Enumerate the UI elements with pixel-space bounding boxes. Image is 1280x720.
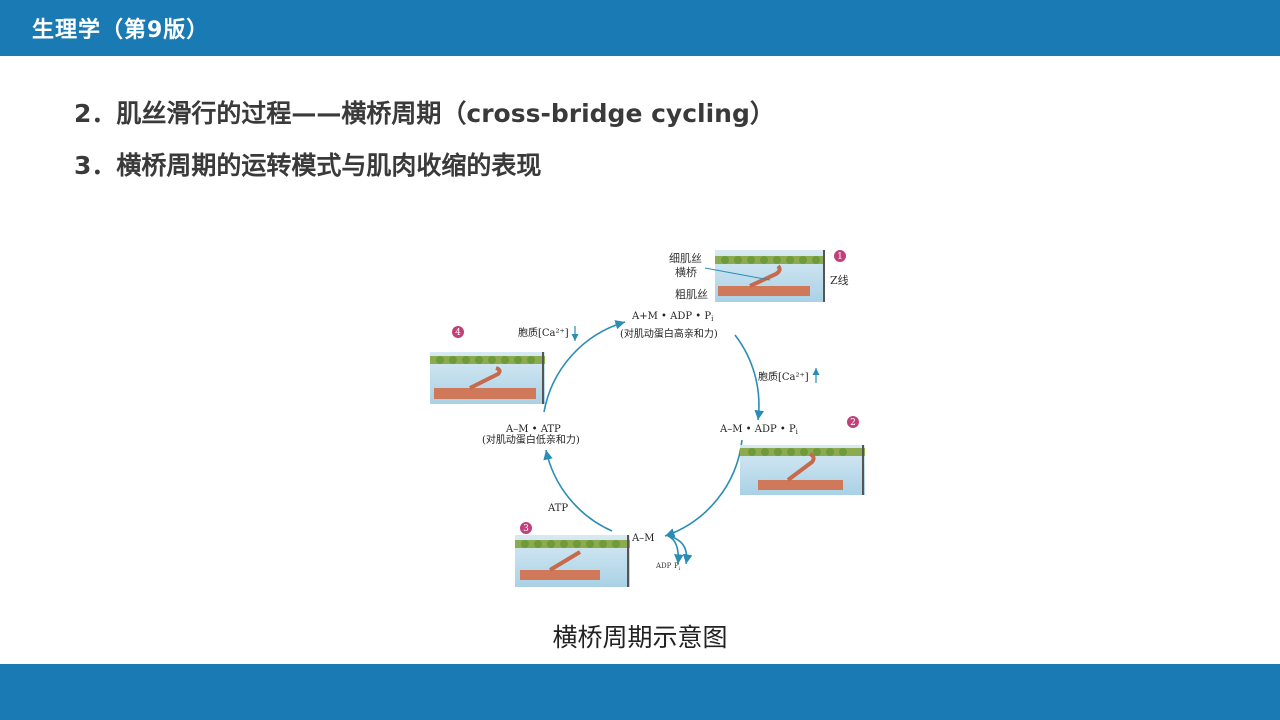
release-adp-label: ADP — [655, 562, 672, 570]
footer-bar — [0, 664, 1280, 720]
label-thick-filament: 粗肌丝 — [675, 288, 708, 301]
panel-4: 4 — [430, 326, 545, 404]
step-num-4: 4 — [455, 328, 461, 338]
atp-label: ATP — [547, 503, 568, 514]
header-bar: 生理学（第9版） — [0, 0, 1280, 56]
step-num-2: 2 — [850, 418, 856, 428]
calcium-decrease-label: 胞质[Ca²⁺] — [518, 327, 569, 339]
cycle-arrows — [543, 320, 764, 565]
calcium-increase-label: 胞质[Ca²⁺] — [758, 371, 809, 383]
release-pi-label: Pi — [674, 562, 681, 572]
state-1-affinity: (对肌动蛋白高亲和力) — [620, 327, 718, 340]
cross-bridge-cycle-diagram: 1 细肌丝 横桥 粗肌丝 Z线 2 3 — [420, 240, 880, 600]
cycle-svg: 1 细肌丝 横桥 粗肌丝 Z线 2 3 — [430, 250, 865, 587]
panel-2: 2 — [740, 416, 865, 495]
state-1-label: A+M • ADP • Pi — [631, 311, 714, 323]
label-z-line: Z线 — [830, 273, 849, 287]
state-4-label: A–M • ATP — [505, 424, 561, 435]
heading-cross-bridge-process: 2．肌丝滑行的过程——横桥周期（cross-bridge cycling） — [74, 99, 775, 128]
figure-caption: 横桥周期示意图 — [552, 623, 728, 652]
panel-3: 3 — [515, 522, 630, 587]
state-4-affinity: (对肌动蛋白低亲和力) — [482, 433, 580, 446]
state-3-label: A–M — [631, 533, 654, 544]
state-2-label: A–M • ADP • Pi — [719, 424, 799, 436]
panel-1: 1 细肌丝 横桥 粗肌丝 Z线 — [669, 250, 849, 302]
step-num-3: 3 — [523, 524, 529, 534]
label-thin-filament: 细肌丝 — [669, 252, 702, 265]
book-title: 生理学（第9版） — [32, 18, 210, 43]
label-cross-bridge: 横桥 — [675, 265, 697, 279]
heading-cross-bridge-mode: 3．横桥周期的运转模式与肌肉收缩的表现 — [74, 151, 542, 180]
step-num-1: 1 — [837, 252, 843, 262]
